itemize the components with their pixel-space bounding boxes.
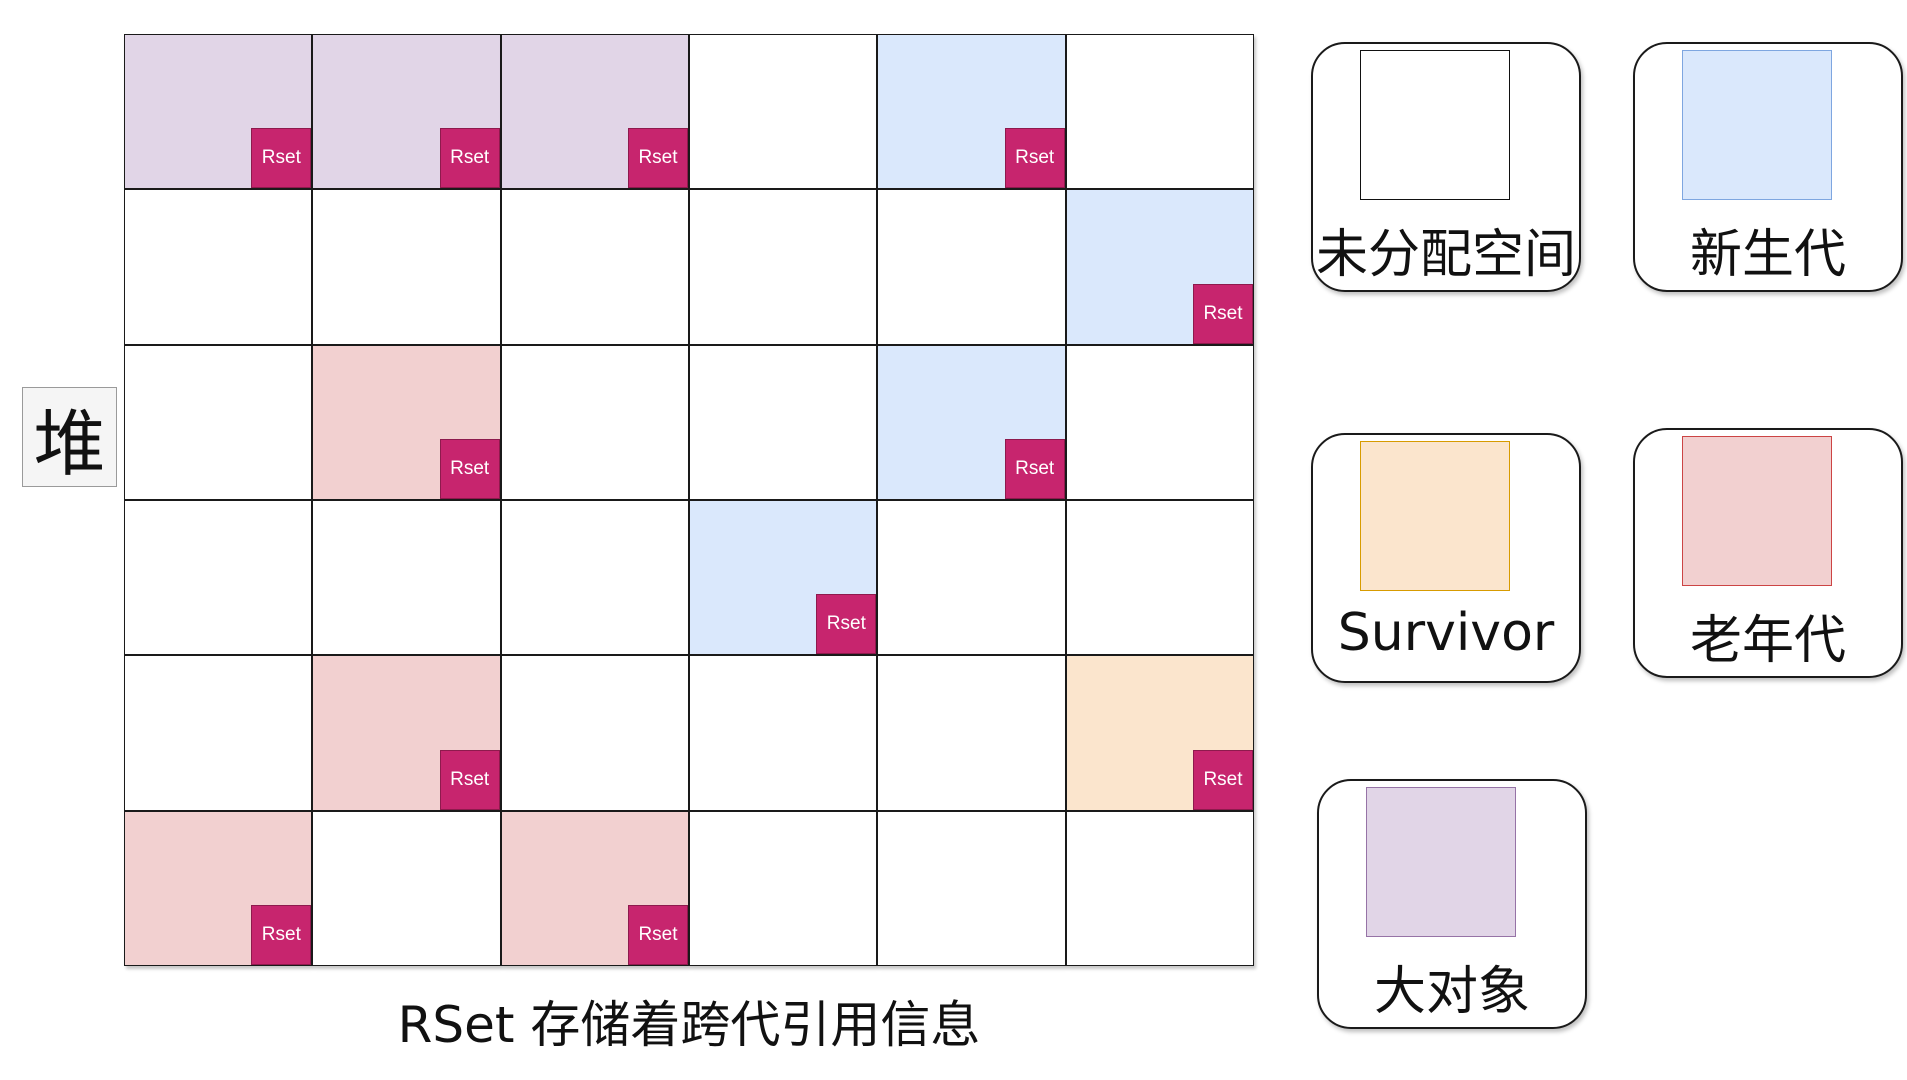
rset-badge: Rset (1004, 128, 1065, 189)
heap-region-unalloc (877, 810, 1066, 966)
legend-swatch-young (1682, 50, 1832, 200)
heap-region-unalloc (1065, 34, 1254, 190)
legend-swatch-old (1682, 436, 1832, 586)
heap-region-unalloc (500, 344, 689, 500)
rset-badge: Rset (627, 128, 688, 189)
rset-badge: Rset (439, 438, 500, 499)
heap-region-unalloc (500, 500, 689, 656)
heap-region-unalloc (689, 189, 878, 345)
rset-badge: Rset (816, 594, 877, 655)
heap-region-unalloc (689, 344, 878, 500)
heap-region-unalloc (312, 810, 501, 966)
legend-label-unallocated: 未分配空间 (1315, 225, 1576, 285)
heap-region-old: Rset (124, 810, 313, 966)
heap-region-young: Rset (689, 500, 878, 656)
heap-region-young: Rset (877, 34, 1066, 190)
heap-region-humongous: Rset (312, 34, 501, 190)
heap-region-unalloc (1065, 344, 1254, 500)
heap-region-unalloc (1065, 810, 1254, 966)
rset-badge: Rset (1192, 749, 1253, 810)
heap-region-unalloc (124, 500, 313, 656)
rset-badge: Rset (439, 128, 500, 189)
heap-region-unalloc (312, 500, 501, 656)
heap-region-unalloc (124, 189, 313, 345)
heap-region-humongous: Rset (124, 34, 313, 190)
rset-badge: Rset (1004, 438, 1065, 499)
legend-survivor: Survivor (1311, 433, 1581, 683)
heap-region-unalloc (877, 655, 1066, 811)
heap-region-unalloc (124, 344, 313, 500)
heap-region-unalloc (877, 189, 1066, 345)
legend-label-humongous: 大对象 (1373, 962, 1530, 1022)
legend-young: 新生代 (1633, 42, 1903, 292)
heap-region-unalloc (500, 189, 689, 345)
heap-region-unalloc (312, 189, 501, 345)
rset-badge: Rset (439, 749, 500, 810)
heap-region-young: Rset (877, 344, 1066, 500)
heap-region-unalloc (689, 810, 878, 966)
legend-old: 老年代 (1633, 428, 1903, 678)
heap-region-unalloc (877, 500, 1066, 656)
heap-region-humongous: Rset (500, 34, 689, 190)
heap-region-unalloc (1065, 500, 1254, 656)
heap-region-young: Rset (1065, 189, 1254, 345)
heap-region-survivor: Rset (1065, 655, 1254, 811)
legend-label-survivor: Survivor (1337, 603, 1555, 663)
heap-region-old: Rset (312, 344, 501, 500)
rset-badge: Rset (251, 904, 312, 965)
legend-swatch-humongous (1366, 787, 1516, 937)
diagram-caption: RSet 存储着跨代引用信息 (397, 996, 981, 1054)
rset-badge: Rset (627, 904, 688, 965)
rset-badge: Rset (251, 128, 312, 189)
rset-badge: Rset (1192, 283, 1253, 344)
heap-label: 堆 (22, 387, 117, 487)
heap-region-unalloc (500, 655, 689, 811)
legend-label-young: 新生代 (1689, 225, 1846, 285)
heap-region-old: Rset (500, 810, 689, 966)
heap-region-unalloc (124, 655, 313, 811)
legend-humongous: 大对象 (1317, 779, 1587, 1029)
legend-label-old: 老年代 (1689, 611, 1846, 671)
heap-region-old: Rset (312, 655, 501, 811)
legend-swatch-survivor (1360, 441, 1510, 591)
legend-swatch-unallocated (1360, 50, 1510, 200)
legend-unallocated: 未分配空间 (1311, 42, 1581, 292)
heap-region-unalloc (689, 655, 878, 811)
heap-region-unalloc (689, 34, 878, 190)
